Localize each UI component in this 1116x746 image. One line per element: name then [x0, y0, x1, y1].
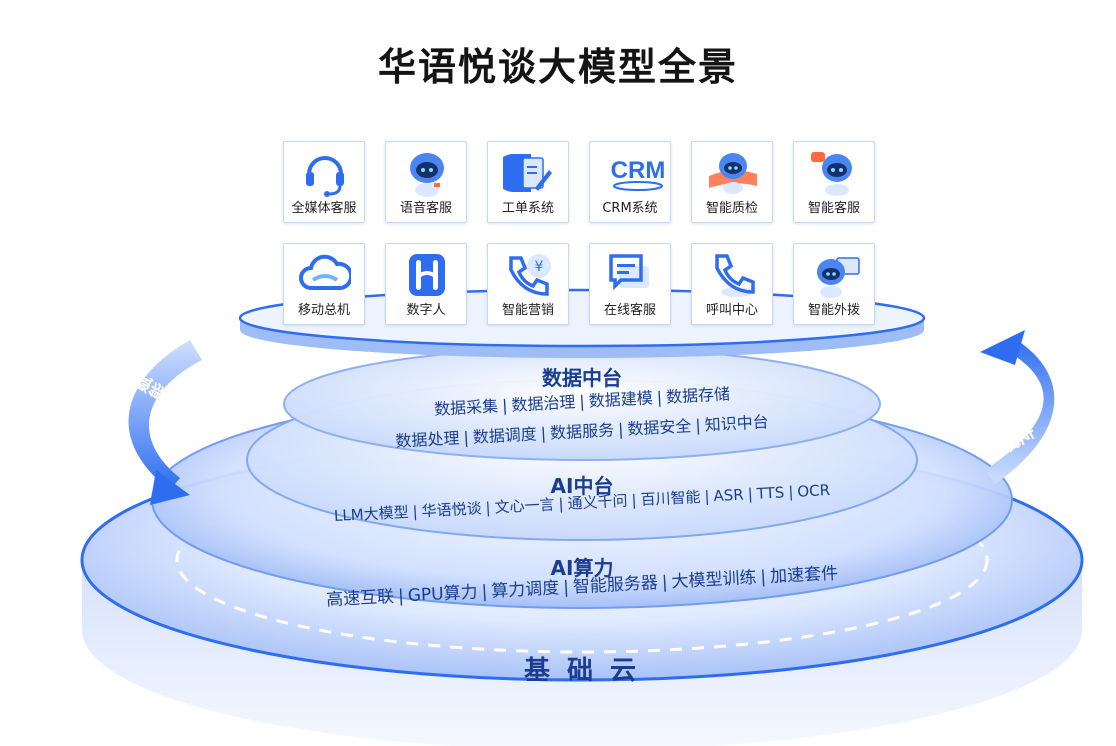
separator: | — [501, 395, 508, 416]
app-card-call-center[interactable]: 呼叫中心 — [691, 243, 773, 325]
data-item: 数据服务 — [549, 420, 615, 443]
robot-icon — [410, 153, 444, 197]
crm-icon: CRM — [611, 157, 664, 191]
app-card-digital-human[interactable]: 数字人 — [385, 243, 467, 325]
app-label: 智能质检 — [705, 201, 758, 216]
app-card-smart-outbound[interactable]: 智能外拨 — [793, 243, 875, 325]
h-logo-icon — [409, 254, 445, 296]
compute-item: GPU算力 — [407, 582, 479, 607]
app-card-omnichannel-service[interactable]: 全媒体客服 — [283, 141, 365, 223]
app-card-smart-marketing[interactable]: ¥ 智能营销 — [487, 243, 569, 325]
robot-badge-icon — [709, 153, 757, 194]
separator: | — [787, 482, 794, 502]
ai-item: OCR — [796, 481, 831, 501]
data-item: 数据处理 — [395, 428, 460, 451]
ai-platform-title: AI中台 — [550, 474, 614, 498]
support-arrow-icon — [980, 330, 1055, 484]
app-label: 在线客服 — [603, 303, 656, 318]
compute-item: 高速互联 — [325, 586, 395, 611]
app-label: 移动总机 — [297, 303, 350, 318]
app-card-quality-inspection[interactable]: 智能质检 — [691, 141, 773, 223]
app-card-mobile-switchboard[interactable]: 移动总机 — [283, 243, 365, 325]
separator: | — [578, 391, 586, 412]
separator: | — [617, 419, 624, 440]
app-label: 工单系统 — [501, 201, 554, 216]
data-item: 知识中台 — [704, 412, 770, 435]
data-item: 数据治理 — [510, 392, 576, 415]
separator: | — [562, 577, 570, 598]
ticket-icon — [503, 154, 552, 192]
app-card-online-service[interactable]: 在线客服 — [589, 243, 671, 325]
ai-item: 通义千问 — [567, 491, 628, 513]
message-icon — [609, 254, 649, 291]
ai-item: 百川智能 — [640, 487, 701, 509]
separator: | — [631, 491, 638, 510]
svg-text:¥: ¥ — [535, 259, 544, 275]
compute-title: AI算力 — [550, 556, 614, 580]
compute-item: 加速套件 — [769, 563, 839, 588]
data-item: 数据采集 — [433, 396, 499, 419]
app-label: 智能营销 — [501, 303, 554, 318]
compute-item: 算力调度 — [490, 578, 560, 602]
data-item: 数据建模 — [588, 388, 654, 411]
phone-icon — [715, 254, 755, 297]
data-item: 数据安全 — [626, 416, 692, 439]
separator: | — [485, 498, 492, 518]
robot-chat-icon — [811, 152, 852, 196]
app-card-smart-service[interactable]: 智能客服 — [793, 141, 875, 223]
app-card-ticket-system[interactable]: 工单系统 — [487, 141, 569, 223]
separator: | — [540, 423, 547, 444]
separator: | — [397, 586, 405, 607]
data-item: 数据存储 — [665, 384, 731, 407]
separator: | — [759, 567, 767, 588]
app-label: 呼叫中心 — [705, 303, 758, 318]
robot-card-icon — [817, 257, 860, 298]
separator: | — [656, 387, 663, 408]
ai-item: TTS — [756, 483, 785, 503]
ai-item: 华语悦谈 — [421, 499, 483, 521]
data-platform-title: 数据中台 — [542, 366, 622, 390]
data-item: 数据调度 — [472, 424, 538, 447]
separator: | — [747, 485, 754, 504]
ai-item: LLM大模型 — [333, 503, 410, 525]
cloud-title: 基 础 云 — [523, 656, 641, 686]
cloud-icon — [299, 254, 351, 290]
enable-arrow-icon — [128, 340, 202, 505]
page-title: 华语悦谈大模型全景 — [377, 45, 738, 89]
crm-text: CRM — [611, 157, 664, 184]
separator: | — [661, 572, 669, 593]
separator: | — [412, 502, 419, 521]
app-label: 全媒体客服 — [291, 201, 357, 216]
separator: | — [481, 581, 488, 603]
app-label: CRM系统 — [602, 201, 658, 216]
ai-item: ASR — [713, 485, 745, 506]
separator: | — [704, 487, 711, 506]
app-card-voice-service[interactable]: 语音客服 — [385, 141, 467, 223]
app-card-crm[interactable]: CRM CRM系统 — [589, 141, 671, 223]
app-label: 智能外拨 — [807, 303, 860, 318]
separator: | — [462, 427, 470, 448]
headset-icon — [306, 156, 344, 197]
app-label: 智能客服 — [807, 201, 860, 216]
ai-item: 文心一言 — [494, 495, 556, 517]
app-label: 数字人 — [406, 303, 446, 318]
app-label: 语音客服 — [399, 201, 452, 216]
separator: | — [694, 415, 702, 436]
separator: | — [558, 494, 565, 514]
phone-yen-icon: ¥ — [509, 254, 551, 296]
